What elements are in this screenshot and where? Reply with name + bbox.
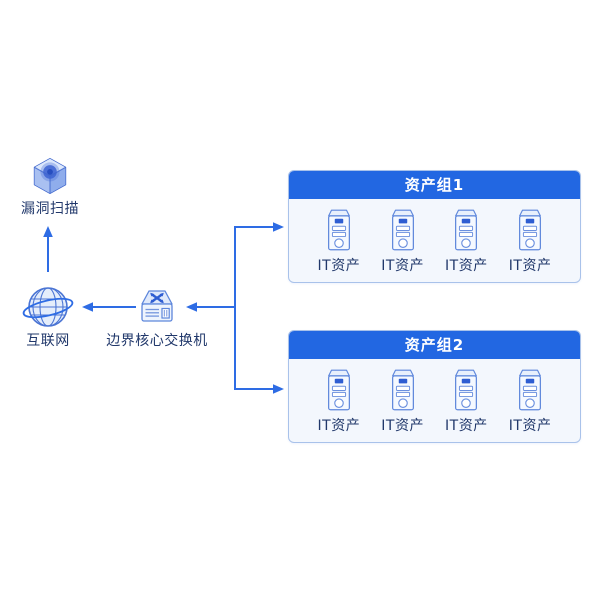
it-asset-label: IT资产 bbox=[508, 417, 552, 434]
server-icon bbox=[327, 209, 350, 250]
internet-globe-icon bbox=[22, 287, 74, 327]
it-asset: IT资产 bbox=[445, 368, 488, 435]
it-asset-label: IT资产 bbox=[381, 257, 424, 274]
it-asset-label: IT资产 bbox=[317, 417, 361, 434]
server-icon bbox=[391, 369, 414, 410]
asset-group-2-title: 资产组2 bbox=[289, 331, 580, 359]
asset-group-2-body: IT资产 IT资产 bbox=[289, 359, 580, 442]
it-asset-label: IT资产 bbox=[508, 257, 552, 274]
it-asset: IT资产 bbox=[445, 208, 488, 275]
scanner-label: 漏洞扫描 bbox=[21, 201, 79, 217]
it-asset-label: IT资产 bbox=[445, 417, 488, 434]
it-asset: IT资产 bbox=[318, 368, 361, 435]
asset-group-1: 资产组1 IT资产 bbox=[288, 170, 581, 283]
server-icon bbox=[519, 369, 542, 410]
internet-label: 互联网 bbox=[26, 333, 70, 349]
it-asset-label: IT资产 bbox=[317, 257, 361, 274]
server-icon bbox=[455, 209, 478, 250]
it-asset-label: IT资产 bbox=[445, 257, 488, 274]
it-asset: IT资产 bbox=[381, 208, 424, 275]
switch-label: 边界核心交换机 bbox=[106, 333, 208, 349]
asset-group-1-body: IT资产 IT资产 bbox=[289, 199, 580, 282]
it-asset: IT资产 bbox=[318, 208, 361, 275]
arrowhead-left-globe bbox=[82, 302, 93, 312]
it-asset-label: IT资产 bbox=[381, 417, 424, 434]
asset-group-1-title: 资产组1 bbox=[289, 171, 580, 199]
it-asset: IT资产 bbox=[381, 368, 424, 435]
arrowhead-left-switch bbox=[186, 302, 197, 312]
arrowhead-right-group2 bbox=[273, 384, 284, 394]
server-icon bbox=[391, 209, 414, 250]
arrowhead-right-group1 bbox=[273, 222, 284, 232]
server-icon bbox=[327, 369, 350, 410]
arrowhead-up bbox=[43, 226, 53, 237]
it-asset: IT资产 bbox=[509, 208, 552, 275]
it-asset: IT资产 bbox=[509, 368, 552, 435]
server-icon bbox=[519, 209, 542, 250]
server-icon bbox=[455, 369, 478, 410]
asset-group-2: 资产组2 IT资产 bbox=[288, 330, 581, 443]
core-switch-icon bbox=[141, 290, 173, 322]
vulnerability-scanner-cube-icon bbox=[33, 158, 67, 194]
